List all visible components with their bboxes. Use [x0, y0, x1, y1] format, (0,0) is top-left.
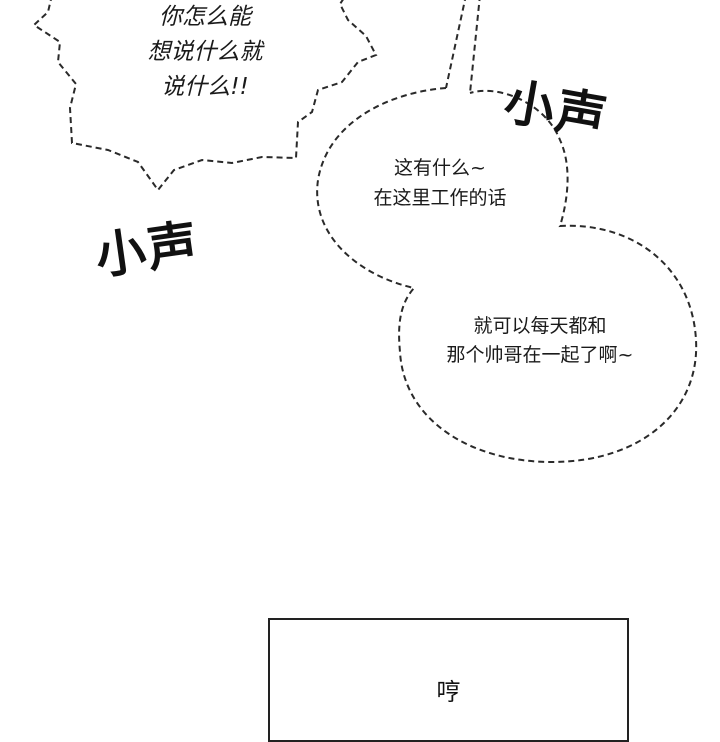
round-top-line-1: 这有什么~ [394, 157, 486, 179]
round-bubble-top-text: 这有什么~ 在这里工作的话 [340, 153, 540, 214]
spiky-line-3: 说什么!! [161, 73, 249, 100]
round-speech-bubble [316, 87, 698, 464]
round-bubble-bottom-text: 就可以每天都和 那个帅哥在一起了啊~ [420, 312, 660, 371]
spiky-line-1: 你怎么能 [159, 4, 251, 30]
round-bottom-line-1: 就可以每天都和 [473, 315, 607, 337]
spiky-speech-bubble [32, 0, 378, 192]
narration-box: 哼 [268, 618, 629, 742]
sound-effect-left: 小声 [92, 214, 204, 286]
comic-panel: 你怎么能 想说什么就 说什么!! 这有什么~ 在这里工作的话 就可以每天都和 那… [32, 0, 698, 742]
round-top-line-2: 在这里工作的话 [373, 187, 507, 210]
bubble-tail [445, 0, 481, 94]
round-bottom-line-2: 那个帅哥在一起了啊~ [446, 344, 634, 367]
spiky-bubble-text: 你怎么能 想说什么就 说什么!! [110, 0, 300, 105]
spiky-line-2: 想说什么就 [147, 38, 263, 65]
narration-box-text: 哼 [436, 678, 461, 706]
speech-bubbles-layer [32, 0, 698, 464]
